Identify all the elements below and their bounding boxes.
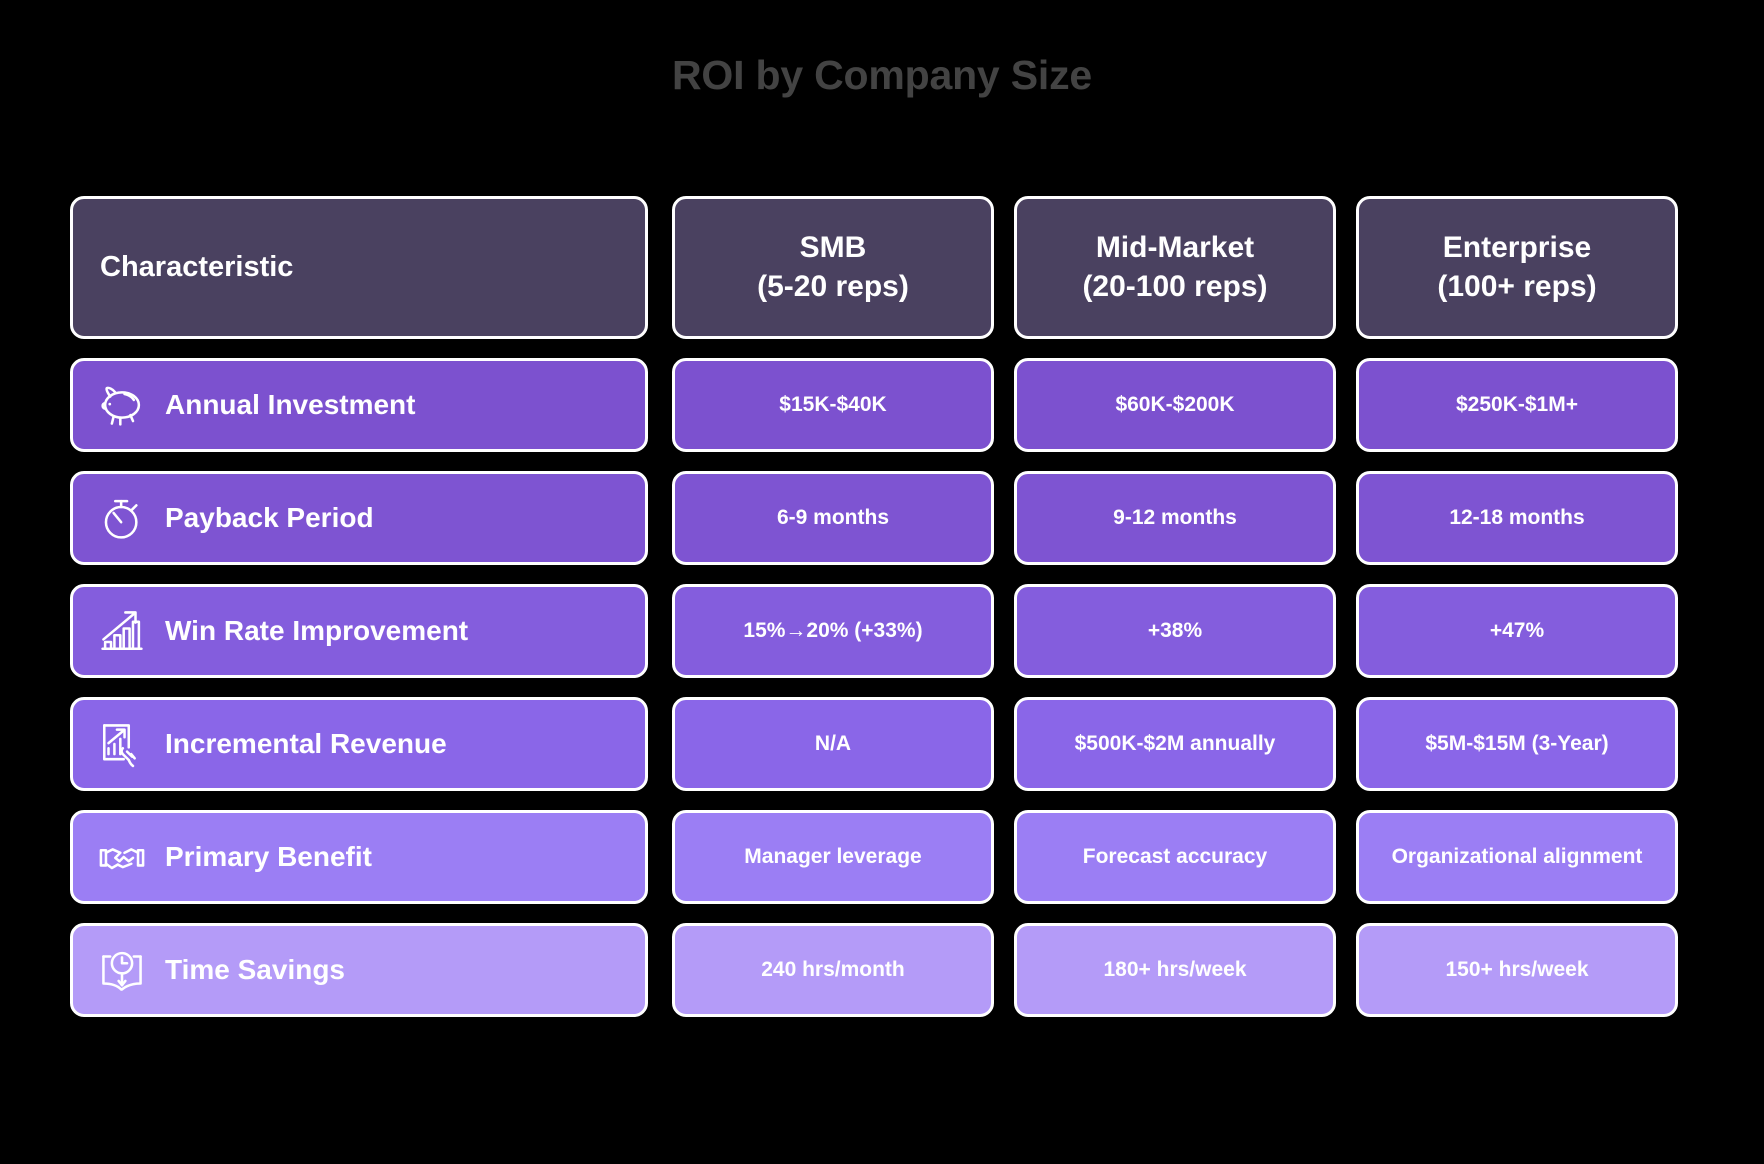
header-sublabel-smb: (5-20 reps) bbox=[757, 269, 909, 303]
cell-time-savings-enterprise: 150+ hrs/week bbox=[1356, 923, 1678, 1017]
header-label-mid-market: Mid-Market bbox=[1095, 231, 1255, 265]
value-text: 150+ hrs/week bbox=[1445, 958, 1589, 982]
table-row: Payback Period 6-9 months 9-12 months 12… bbox=[70, 471, 1694, 565]
value-text: 240 hrs/month bbox=[761, 958, 905, 982]
value-text: 15%→20% (+33%) bbox=[743, 619, 923, 643]
row-label-win-rate-improvement: Win Rate Improvement bbox=[165, 615, 469, 646]
cell-payback-period-mid-market: 9-12 months bbox=[1014, 471, 1336, 565]
cell-annual-investment-mid-market: $60K-$200K bbox=[1014, 358, 1336, 452]
table-row: Time Savings 240 hrs/month 180+ hrs/week… bbox=[70, 923, 1694, 1017]
row-label-cell-primary-benefit: Primary Benefit bbox=[70, 810, 648, 904]
row-label-cell-annual-investment: Annual Investment bbox=[70, 358, 648, 452]
row-label-incremental-revenue: Incremental Revenue bbox=[165, 728, 447, 759]
comparison-table: Characteristic SMB (5-20 reps) Mid-Marke… bbox=[70, 196, 1694, 1036]
value-text: +38% bbox=[1147, 619, 1203, 643]
row-label-primary-benefit: Primary Benefit bbox=[165, 841, 372, 872]
page-title: ROI by Company Size bbox=[672, 52, 1092, 98]
table-row: Win Rate Improvement 15%→20% (+33%) +38%… bbox=[70, 584, 1694, 678]
row-label-cell-payback-period: Payback Period bbox=[70, 471, 648, 565]
header-label-characteristic: Characteristic bbox=[100, 250, 294, 283]
header-label-smb: SMB bbox=[799, 231, 867, 265]
header-label-enterprise-group: Enterprise (100+ reps) bbox=[1437, 229, 1596, 306]
stopwatch-icon bbox=[95, 491, 149, 545]
value-text: N/A bbox=[814, 732, 852, 756]
header-cell-mid-market: Mid-Market (20-100 reps) bbox=[1014, 196, 1336, 339]
cell-primary-benefit-enterprise: Organizational alignment bbox=[1356, 810, 1678, 904]
header-label-mid-market-group: Mid-Market (20-100 reps) bbox=[1082, 229, 1267, 306]
table-row: Incremental Revenue N/A $500K-$2M annual… bbox=[70, 697, 1694, 791]
header-label-enterprise: Enterprise bbox=[1442, 231, 1592, 265]
table-row: Primary Benefit Manager leverage Forecas… bbox=[70, 810, 1694, 904]
bar-chart-arrow-up-icon bbox=[95, 604, 149, 658]
cell-incremental-revenue-smb: N/A bbox=[672, 697, 994, 791]
book-clock-icon bbox=[95, 943, 149, 997]
value-text: 9-12 months bbox=[1113, 506, 1237, 530]
cell-primary-benefit-mid-market: Forecast accuracy bbox=[1014, 810, 1336, 904]
cell-primary-benefit-smb: Manager leverage bbox=[672, 810, 994, 904]
cell-annual-investment-enterprise: $250K-$1M+ bbox=[1356, 358, 1678, 452]
row-label-payback-period: Payback Period bbox=[165, 502, 374, 533]
value-text: $500K-$2M annually bbox=[1074, 732, 1276, 756]
report-hand-icon bbox=[95, 717, 149, 771]
cell-incremental-revenue-mid-market: $500K-$2M annually bbox=[1014, 697, 1336, 791]
cell-payback-period-smb: 6-9 months bbox=[672, 471, 994, 565]
row-label-cell-incremental-revenue: Incremental Revenue bbox=[70, 697, 648, 791]
row-label-time-savings: Time Savings bbox=[165, 954, 346, 985]
value-text: $5M-$15M (3-Year) bbox=[1425, 732, 1609, 756]
value-text: +47% bbox=[1489, 619, 1545, 643]
cell-time-savings-smb: 240 hrs/month bbox=[672, 923, 994, 1017]
cell-win-rate-improvement-enterprise: +47% bbox=[1356, 584, 1678, 678]
value-text: 6-9 months bbox=[776, 506, 889, 530]
cell-payback-period-enterprise: 12-18 months bbox=[1356, 471, 1678, 565]
row-label-cell-win-rate-improvement: Win Rate Improvement bbox=[70, 584, 648, 678]
value-text: Manager leverage bbox=[744, 845, 922, 869]
value-text: $60K-$200K bbox=[1115, 393, 1235, 417]
value-text: 180+ hrs/week bbox=[1103, 958, 1247, 982]
table-row: Annual Investment $15K-$40K $60K-$200K $… bbox=[70, 358, 1694, 452]
header-cell-smb: SMB (5-20 reps) bbox=[672, 196, 994, 339]
cell-time-savings-mid-market: 180+ hrs/week bbox=[1014, 923, 1336, 1017]
value-text: 12-18 months bbox=[1449, 506, 1585, 530]
header-label-smb-group: SMB (5-20 reps) bbox=[757, 229, 909, 306]
header-cell-characteristic: Characteristic bbox=[70, 196, 648, 339]
cell-win-rate-improvement-mid-market: +38% bbox=[1014, 584, 1336, 678]
value-text: $15K-$40K bbox=[779, 393, 887, 417]
value-text: $250K-$1M+ bbox=[1456, 393, 1578, 417]
row-label-annual-investment: Annual Investment bbox=[165, 389, 416, 420]
header-sublabel-enterprise: (100+ reps) bbox=[1437, 269, 1597, 303]
header-sublabel-mid-market: (20-100 reps) bbox=[1082, 269, 1268, 303]
header-cell-enterprise: Enterprise (100+ reps) bbox=[1356, 196, 1678, 339]
piggy-bank-icon bbox=[95, 378, 149, 432]
handshake-icon bbox=[95, 830, 149, 884]
row-label-cell-time-savings: Time Savings bbox=[70, 923, 648, 1017]
cell-incremental-revenue-enterprise: $5M-$15M (3-Year) bbox=[1356, 697, 1678, 791]
value-text: Organizational alignment bbox=[1391, 845, 1643, 869]
cell-win-rate-improvement-smb: 15%→20% (+33%) bbox=[672, 584, 994, 678]
cell-annual-investment-smb: $15K-$40K bbox=[672, 358, 994, 452]
table-header-row: Characteristic SMB (5-20 reps) Mid-Marke… bbox=[70, 196, 1694, 339]
value-text: Forecast accuracy bbox=[1082, 845, 1268, 869]
